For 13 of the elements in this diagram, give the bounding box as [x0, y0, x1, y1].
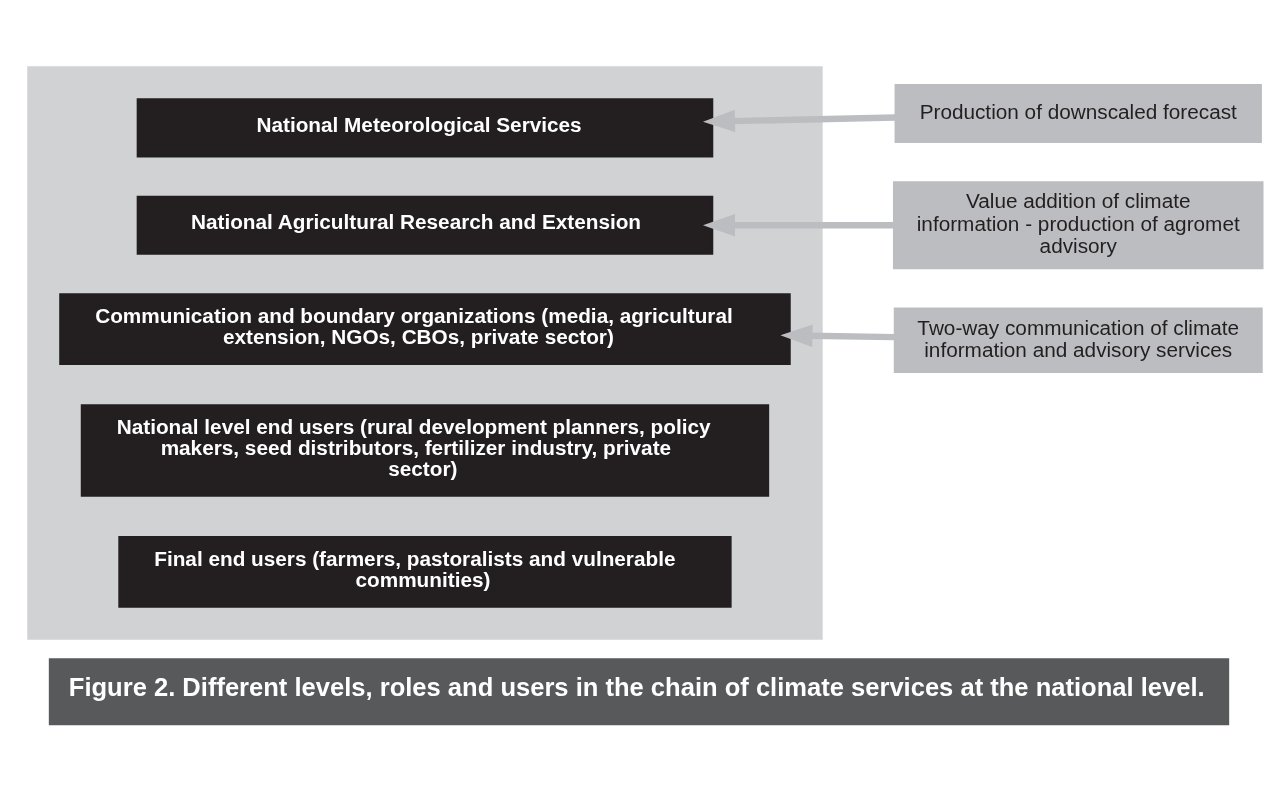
- node-box: Communication and boundary organizations (media, agricultural extension, NGOs, CBOs, private sector): [59, 292, 791, 365]
- node-box: National level end users (rural development planners, policy makers, seed distributors, fertilizer industry, private sector): [80, 403, 770, 497]
- node-box: Production of downscaled forecast: [894, 83, 1262, 143]
- arrow: [780, 324, 895, 347]
- node-box: National Agricultural Research and Extension: [136, 195, 714, 255]
- node-box: Final end users (farmers, pastoralists and vulnerable communities): [118, 535, 732, 608]
- node-box: Two-way communication of climate information and advisory services: [893, 307, 1263, 373]
- arrow: [702, 109, 896, 132]
- cluster: [27, 65, 823, 640]
- arrow: [703, 213, 894, 236]
- node-box: Value addition of climate information - production of agromet advisory: [892, 180, 1264, 269]
- caption: Figure 2. Different levels, roles and users in the chain of climate services at the national level.: [68, 672, 1205, 701]
- node-box: National Meteorological Services: [136, 97, 714, 157]
